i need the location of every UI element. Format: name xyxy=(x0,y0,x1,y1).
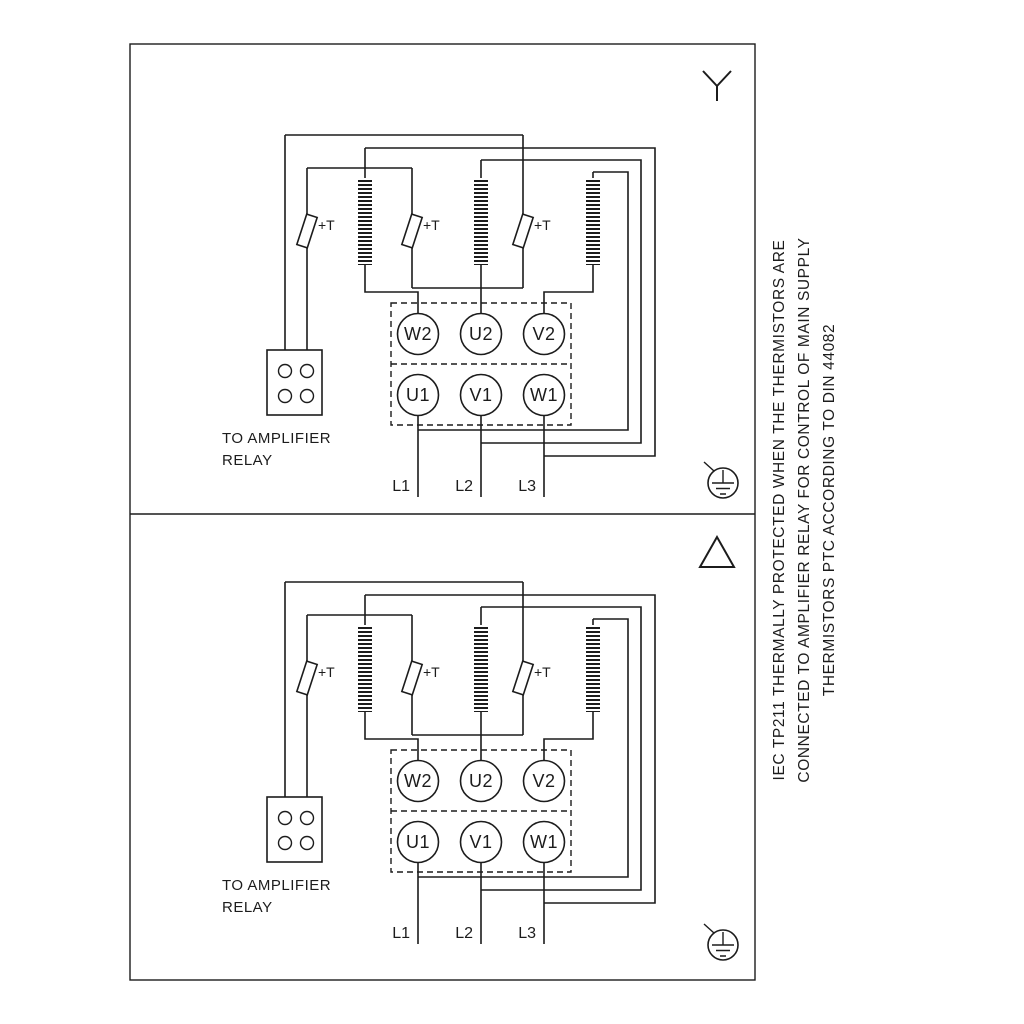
supply-label-l2: L2 xyxy=(455,925,473,942)
motor-winding-1 xyxy=(358,178,372,265)
relay-label-line2: RELAY xyxy=(222,452,273,469)
earth-ground-icon xyxy=(703,923,739,961)
side-note: IEC TP211 THERMALLY PROTECTED WHEN THE T… xyxy=(771,237,838,782)
terminal-v1: V1 xyxy=(459,820,503,864)
motor-winding-2 xyxy=(474,178,488,265)
terminal-label: W2 xyxy=(404,324,432,344)
supply-label-l2: L2 xyxy=(455,478,473,495)
relay-label-line1: TO AMPLIFIER xyxy=(222,430,331,447)
terminal-label: V2 xyxy=(532,771,555,791)
motor-winding-1 xyxy=(358,625,372,712)
terminal-w2: W2 xyxy=(396,312,440,356)
earth-ground-icon xyxy=(703,461,739,499)
motor-winding-2 xyxy=(474,625,488,712)
star-connection-icon xyxy=(702,70,732,101)
winding-1-wires xyxy=(364,594,656,904)
thermistor-icon xyxy=(400,213,424,249)
terminal-u2: U2 xyxy=(459,312,503,356)
thermistor-icon xyxy=(511,660,535,696)
thermistor-label: +T xyxy=(534,217,551,233)
delta-connection-icon xyxy=(698,534,736,568)
terminal-label: U2 xyxy=(469,771,493,791)
thermistor-label: +T xyxy=(318,664,335,680)
side-note-line3: THERMISTORS PTC ACCORDING TO DIN 44082 xyxy=(821,324,838,697)
side-note-line2: CONNECTED TO AMPLIFIER RELAY FOR CONTROL… xyxy=(796,237,813,782)
terminal-v1: V1 xyxy=(459,373,503,417)
winding-2-wires xyxy=(480,159,642,444)
supply-lead-wires xyxy=(417,863,545,944)
terminal-label: W1 xyxy=(530,832,558,852)
terminal-v2: V2 xyxy=(522,312,566,356)
terminal-w2: W2 xyxy=(396,759,440,803)
thermistor-icon xyxy=(511,213,535,249)
terminal-u2: U2 xyxy=(459,759,503,803)
relay-label-line2: RELAY xyxy=(222,899,273,916)
thermistor-icon xyxy=(400,660,424,696)
panel-border xyxy=(129,43,756,981)
thermistor-label: +T xyxy=(423,664,440,680)
thermistor-icon xyxy=(295,213,319,249)
terminal-label: V2 xyxy=(532,324,555,344)
amplifier-relay-connector xyxy=(266,349,323,416)
terminal-label: U2 xyxy=(469,324,493,344)
side-note-line1: IEC TP211 THERMALLY PROTECTED WHEN THE T… xyxy=(771,240,788,781)
terminal-label: V1 xyxy=(469,385,492,405)
supply-label-l3: L3 xyxy=(518,925,536,942)
terminal-u1: U1 xyxy=(396,373,440,417)
amplifier-relay-connector xyxy=(266,796,323,863)
terminal-u1: U1 xyxy=(396,820,440,864)
relay-label-line1: TO AMPLIFIER xyxy=(222,877,331,894)
thermistor-icon xyxy=(295,660,319,696)
terminal-label: U1 xyxy=(406,385,430,405)
terminal-v2: V2 xyxy=(522,759,566,803)
winding-2-wires xyxy=(480,606,642,891)
winding-1-wires xyxy=(364,147,656,457)
drawing-frame xyxy=(129,43,756,981)
terminal-label: U1 xyxy=(406,832,430,852)
supply-label-l1: L1 xyxy=(392,925,410,942)
motor-circuit: +T +T +T W2 U2 V2 U1 V1 xyxy=(222,134,656,497)
supply-lead-wires xyxy=(417,416,545,497)
terminal-w1: W1 xyxy=(522,820,566,864)
terminal-label: W1 xyxy=(530,385,558,405)
motor-winding-3 xyxy=(586,178,600,265)
terminal-label: W2 xyxy=(404,771,432,791)
supply-label-l3: L3 xyxy=(518,478,536,495)
thermistor-label: +T xyxy=(423,217,440,233)
motor-winding-3 xyxy=(586,625,600,712)
terminal-label: V1 xyxy=(469,832,492,852)
motor-circuit-delta: +T +T +T W2 U2 V2 U1 V1 xyxy=(222,581,656,944)
thermistor-label: +T xyxy=(318,217,335,233)
supply-label-l1: L1 xyxy=(392,478,410,495)
thermistor-label: +T xyxy=(534,664,551,680)
terminal-w1: W1 xyxy=(522,373,566,417)
